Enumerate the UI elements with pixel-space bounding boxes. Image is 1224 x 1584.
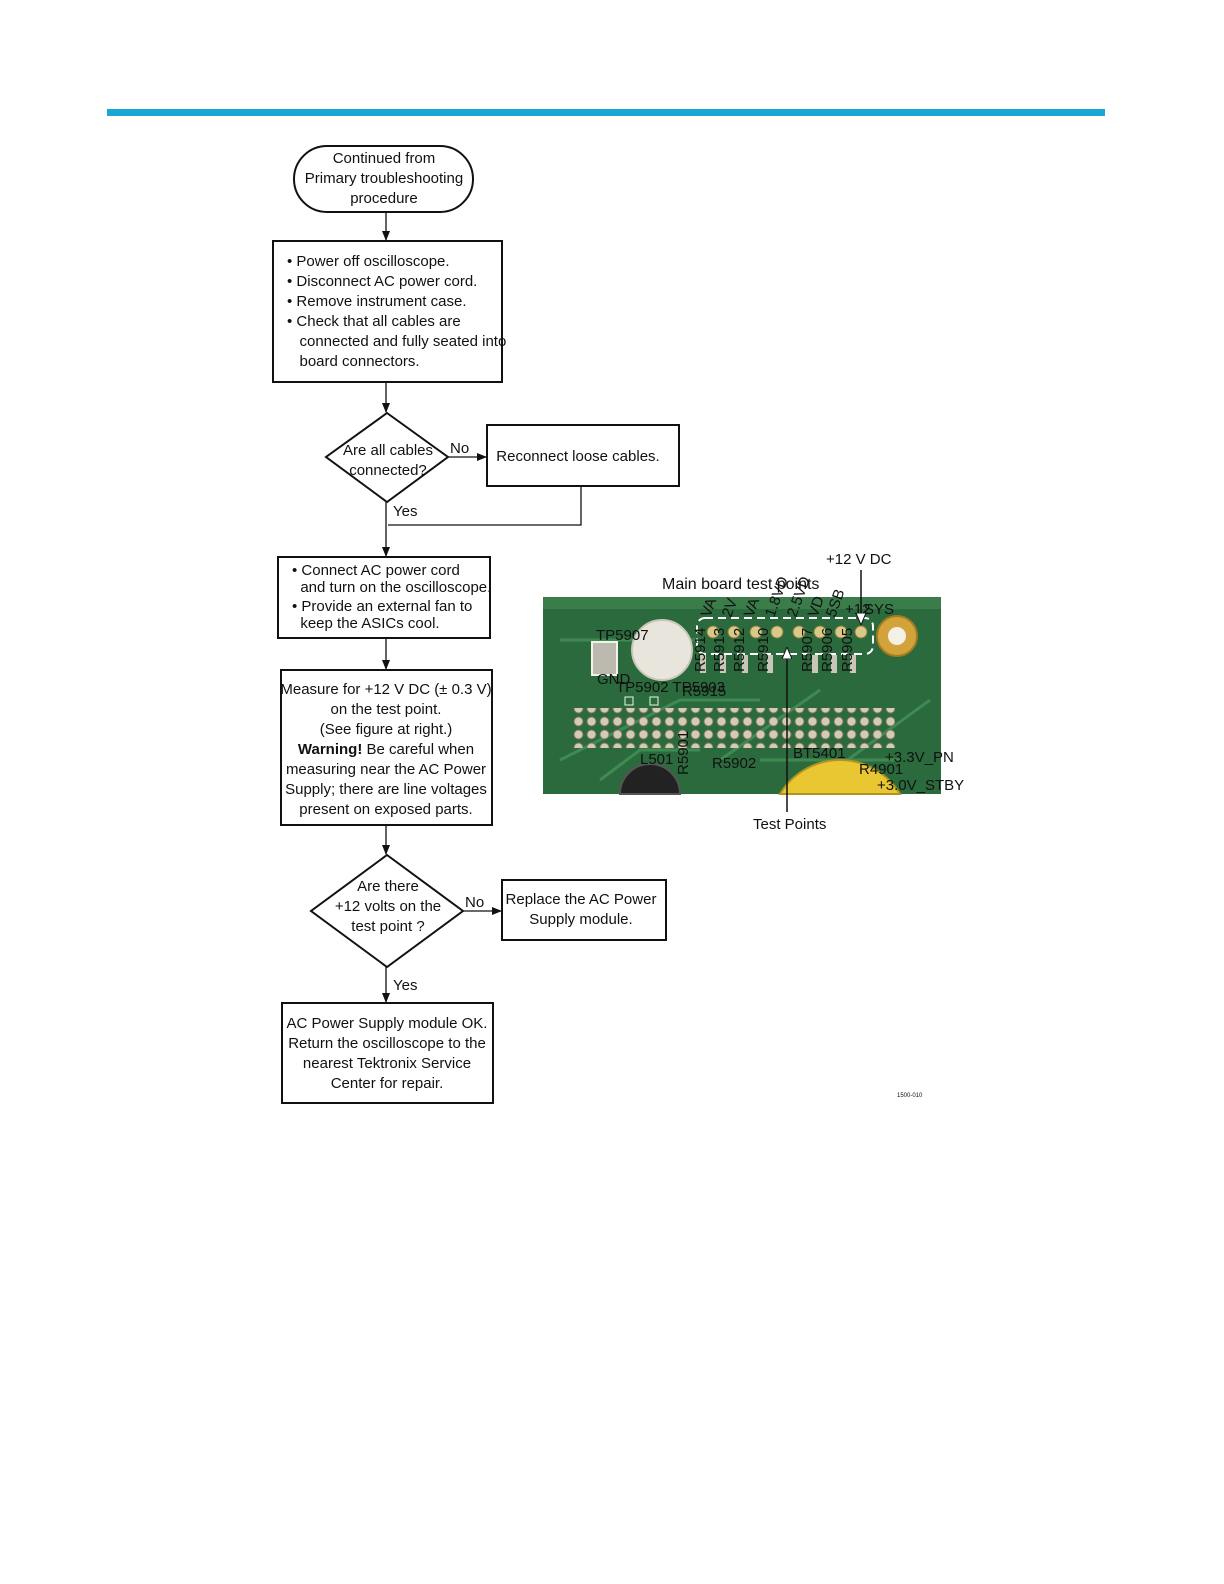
inductor xyxy=(618,763,682,795)
replace-line-1: Replace the AC Power xyxy=(506,891,657,908)
step2-line-3: • Provide an external fan to xyxy=(292,598,472,615)
step3-line-7: present on exposed parts. xyxy=(299,801,472,818)
label-r5906: R5906 xyxy=(819,628,836,672)
step3-line-1: Measure for +12 V DC (± 0.3 V) xyxy=(280,681,491,698)
start-terminal: Continued from Primary troubleshooting p… xyxy=(293,145,474,213)
reconnect-text: Reconnect loose cables. xyxy=(496,448,659,465)
decision1-line-2: connected? xyxy=(349,462,427,479)
decision1-line-1: Are all cables xyxy=(343,442,433,459)
label-r5913: R5913 xyxy=(711,628,728,672)
start-line-3: procedure xyxy=(350,190,418,207)
decision-cables-connected: Are all cables connected? xyxy=(324,411,450,504)
label-r5905: R5905 xyxy=(839,628,856,672)
label-3v0: +3.0V_STBY xyxy=(877,777,964,794)
step-measure-voltage-box: Measure for +12 V DC (± 0.3 V) on the te… xyxy=(280,669,493,826)
label-r5902: R5902 xyxy=(712,755,756,772)
replace-line-2: Supply module. xyxy=(529,911,632,928)
final-line-2: Return the oscilloscope to the xyxy=(288,1035,486,1052)
step2-line-2: and turn on the oscilloscope. xyxy=(292,579,491,596)
step-connect-power-box: • Connect AC power cord and turn on the … xyxy=(277,556,491,639)
pad-label-3: VA xyxy=(741,596,763,620)
step3-line-3: (See figure at right.) xyxy=(320,721,453,738)
label-r5914: R5914 xyxy=(692,628,709,672)
final-line-1: AC Power Supply module OK. xyxy=(287,1015,488,1032)
label-r5910: R5910 xyxy=(755,628,772,672)
decision2-line-3: test point ? xyxy=(351,918,424,935)
step3-warning-line: Warning! Be careful when xyxy=(298,741,474,758)
step1-line-4: • Check that all cables are xyxy=(287,313,461,330)
callout-12v: +12 V DC xyxy=(826,551,892,568)
pad-label-6: VD xyxy=(805,594,828,620)
main-board-photo: TP5907 GND R5914 R5913 R5912 R5910 R5907… xyxy=(543,574,964,795)
replace-supply-box: Replace the AC Power Supply module. xyxy=(501,879,667,941)
step-power-off-box: • Power off oscilloscope. • Disconnect A… xyxy=(272,240,506,383)
callout-test-points: Test Points xyxy=(753,816,826,833)
start-line-1: Continued from xyxy=(333,150,436,167)
label-r5912: R5912 xyxy=(731,628,748,672)
final-line-3: nearest Tektronix Service xyxy=(303,1055,471,1072)
label-r5907: R5907 xyxy=(799,628,816,672)
label-bt5401: BT5401 xyxy=(793,745,846,762)
final-line-4: Center for repair. xyxy=(331,1075,444,1092)
step1-line-6: board connectors. xyxy=(287,353,420,370)
step2-line-4: keep the ASICs cool. xyxy=(292,615,440,632)
step3-line-2: on the test point. xyxy=(331,701,442,718)
label-tp5907: TP5907 xyxy=(596,627,649,644)
step3-warning-label: Warning! xyxy=(298,741,362,758)
label-gnd: GND xyxy=(597,671,631,688)
reconnect-cables-box: Reconnect loose cables. xyxy=(486,424,680,487)
pad-label-9: SYS xyxy=(864,601,894,618)
figure-id: 1500-010 xyxy=(897,1093,923,1099)
pad-label-2: 2V xyxy=(719,596,741,619)
supply-ok-box: AC Power Supply module OK. Return the os… xyxy=(281,1002,494,1104)
decision2-line-2: +12 volts on the xyxy=(335,898,441,915)
decision1-no-label: No xyxy=(450,440,469,457)
step2-line-1: • Connect AC power cord xyxy=(292,562,460,579)
step1-line-5: connected and fully seated into xyxy=(287,333,506,350)
pad-label-1: VA xyxy=(698,596,720,620)
label-r4901: R4901 xyxy=(859,761,903,778)
round-pad xyxy=(631,619,693,681)
connector-pins xyxy=(572,708,895,748)
decision2-no-label: No xyxy=(465,894,484,911)
header-rule xyxy=(107,109,1105,116)
decision-twelve-volts: Are there +12 volts on the test point ? xyxy=(309,853,465,969)
step3-warning-text: Be careful when xyxy=(362,741,474,758)
tp5907-pad xyxy=(591,641,618,676)
test-point-highlight xyxy=(696,617,874,655)
step3-line-6: Supply; there are line voltages xyxy=(285,781,487,798)
decision2-yes-label: Yes xyxy=(393,977,417,994)
label-r5915: R5915 xyxy=(682,683,726,700)
step1-line-3: • Remove instrument case. xyxy=(287,293,467,310)
step1-line-1: • Power off oscilloscope. xyxy=(287,253,450,270)
label-3v3: +3.3V_PN xyxy=(885,749,954,766)
test-point-pads xyxy=(706,625,868,639)
decision1-yes-label: Yes xyxy=(393,503,417,520)
step3-line-5: measuring near the AC Power xyxy=(286,761,486,778)
label-tp5902: TP5902 TP5903 xyxy=(616,679,725,696)
decision2-line-1: Are there xyxy=(357,878,419,895)
figure-title: Main board test points xyxy=(662,576,819,593)
step1-line-2: • Disconnect AC power cord. xyxy=(287,273,477,290)
battery xyxy=(778,759,902,795)
start-line-2: Primary troubleshooting xyxy=(305,170,463,187)
label-l501: L501 xyxy=(640,751,673,768)
label-r5901: R5901 xyxy=(675,731,692,775)
